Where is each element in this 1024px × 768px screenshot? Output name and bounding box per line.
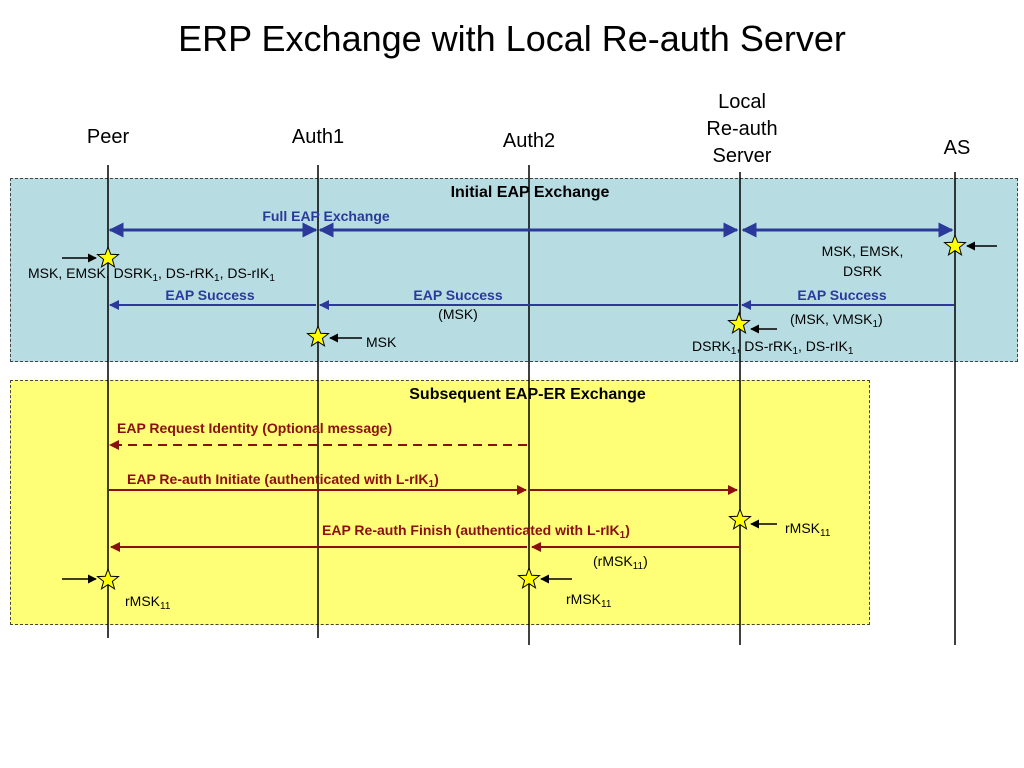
local-label-line3: Server	[712, 145, 772, 167]
entity-auth2-label: Auth2	[502, 130, 556, 152]
star-icon-peer-subsequent	[96, 567, 120, 591]
rmsk-param-label: (rMSK11)	[593, 553, 648, 572]
full-eap-exchange-label: Full EAP Exchange	[262, 208, 390, 224]
msk-param-label: (MSK)	[438, 306, 478, 322]
initial-exchange-header: Initial EAP Exchange	[450, 184, 610, 201]
eap-reauth-initiate-label: EAP Re-auth Initiate (authenticated with…	[127, 471, 439, 490]
auth1-key-label: MSK	[366, 334, 397, 350]
star-icon-peer-initial	[96, 245, 120, 269]
local-keys-label: DSRK1, DS-rRK1, DS-rIK1	[692, 338, 854, 357]
local-label-line2: Re-auth	[706, 118, 778, 140]
eap-success-label-as: EAP Success	[797, 287, 887, 303]
star-icon-as	[943, 233, 967, 257]
eap-success-label-auth: EAP Success	[413, 287, 503, 303]
star-icon-auth2	[517, 566, 541, 590]
peer-keys-label: MSK, EMSK, DSRK1, DS-rRK1, DS-rIK1	[28, 265, 275, 284]
local-label-line1: Local	[718, 91, 766, 113]
eap-request-identity-label: EAP Request Identity (Optional message)	[117, 420, 393, 436]
star-icon-local-subsequent	[728, 507, 752, 531]
entity-local-reauth-server-label: Local Re-auth Server	[692, 89, 792, 170]
auth2-rmsk-label: rMSK11	[566, 591, 612, 610]
star-icon-auth1	[306, 324, 330, 348]
peer-rmsk-label: rMSK11	[125, 593, 171, 612]
entity-as-label: AS	[943, 137, 971, 159]
subsequent-exchange-header: Subsequent EAP-ER Exchange	[409, 386, 646, 403]
msk-vmsk-param-label: (MSK, VMSK1)	[790, 311, 883, 330]
star-icon-local-initial	[727, 311, 751, 335]
initial-exchange-box	[10, 178, 1018, 362]
as-keys-label: MSK, EMSK, DSRK	[800, 243, 925, 279]
local-rmsk-label: rMSK11	[785, 520, 831, 539]
subsequent-exchange-box	[10, 380, 870, 625]
entity-peer-label: Peer	[86, 126, 130, 148]
as-keys-line2: DSRK	[843, 263, 882, 279]
eap-reauth-finish-label: EAP Re-auth Finish (authenticated with L…	[322, 522, 630, 541]
page-title: ERP Exchange with Local Re-auth Server	[178, 18, 846, 59]
entity-auth1-label: Auth1	[291, 126, 345, 148]
as-keys-line1: MSK, EMSK,	[821, 243, 904, 259]
eap-success-label-peer: EAP Success	[165, 287, 255, 303]
